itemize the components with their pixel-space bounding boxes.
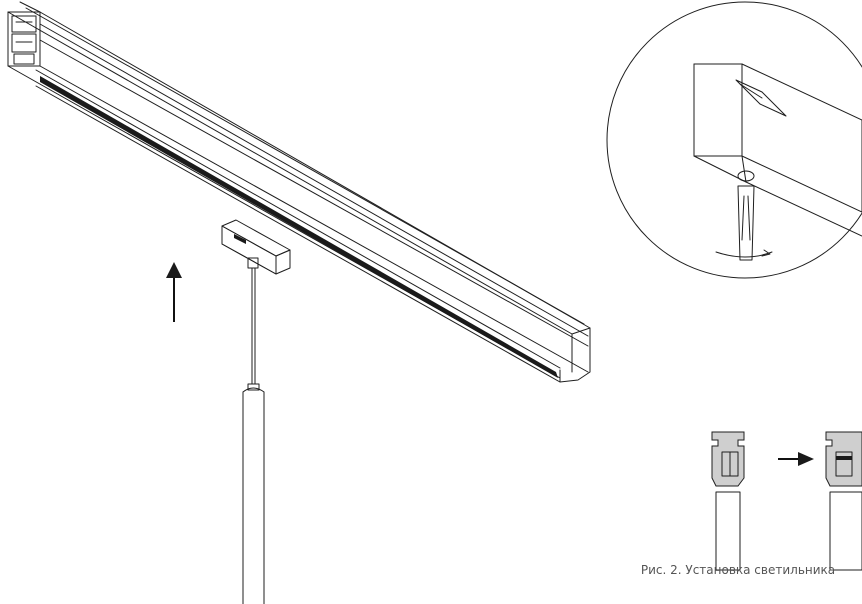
rail-profile-after <box>825 431 862 571</box>
pendant-lamp <box>242 267 265 604</box>
track-adapter <box>221 219 291 275</box>
figure-caption: Рис. 2. Установка светильника <box>640 563 836 577</box>
right-arrow-icon <box>778 452 814 466</box>
rail-end-face <box>7 11 41 67</box>
up-arrow-icon <box>166 262 182 322</box>
screwdriver <box>737 185 755 261</box>
detail-magnifier <box>606 1 862 279</box>
track-rail <box>7 1 591 383</box>
rail-profile-before <box>711 431 745 571</box>
